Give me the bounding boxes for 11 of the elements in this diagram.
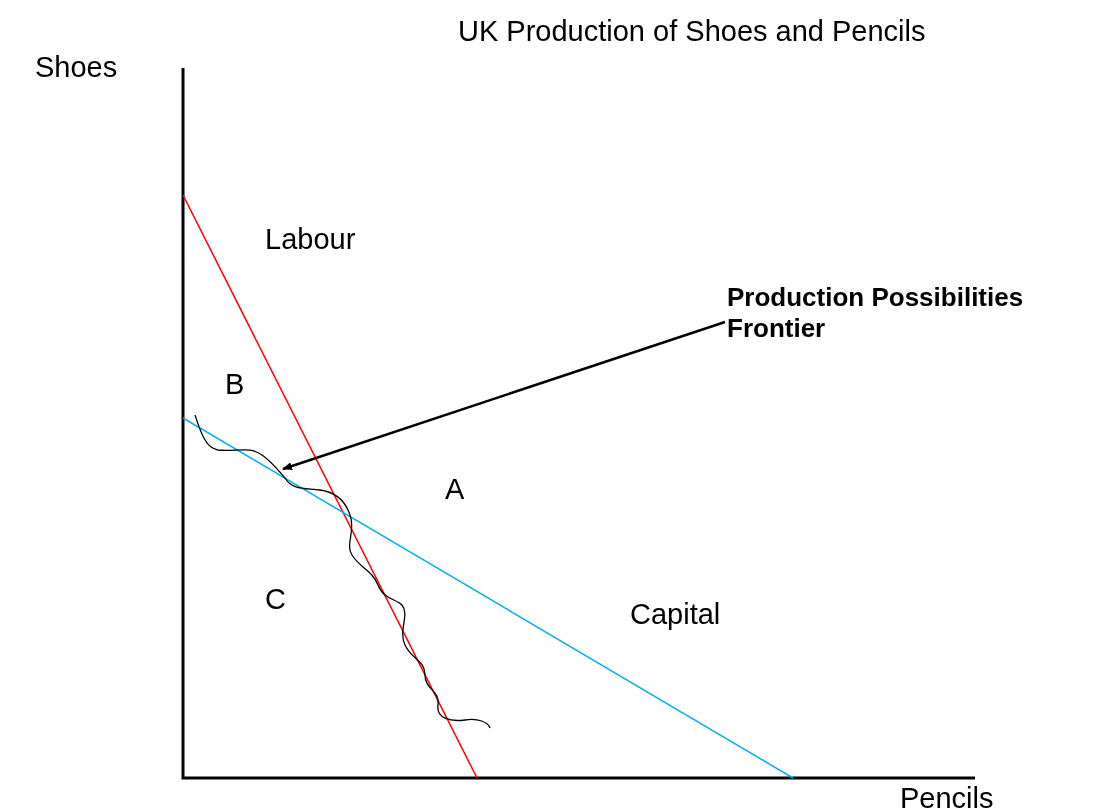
callout-text: Production Possibilities Frontier (727, 282, 1027, 345)
region-label: C (265, 582, 286, 617)
line-label: Capital (630, 597, 721, 632)
region-label: A (445, 472, 465, 507)
region-label: Labour (265, 222, 356, 257)
chart-title: UK Production of Shoes and Pencils (458, 14, 926, 49)
region-label: B (225, 367, 245, 402)
axis-label: Shoes (35, 50, 118, 85)
frontier-curve (194, 414, 491, 729)
leader-arrow (282, 320, 726, 471)
axis-label: Pencils (900, 781, 994, 811)
